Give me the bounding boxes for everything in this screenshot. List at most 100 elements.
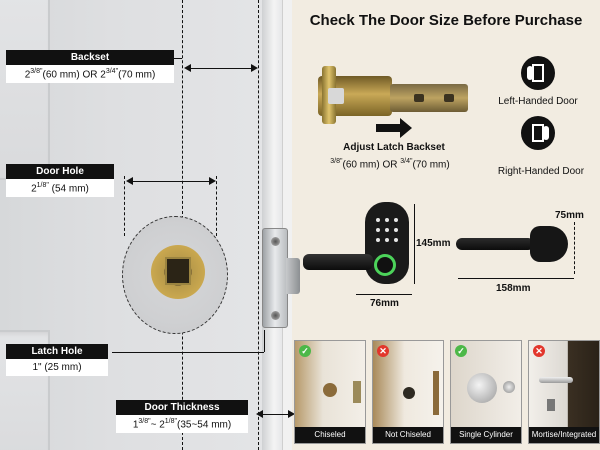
width-dim: 76mm — [370, 298, 399, 309]
latch-square — [165, 257, 191, 285]
latch-hole-heading: Latch Hole — [6, 344, 108, 359]
cylinder-shape — [547, 399, 555, 411]
arrow-right — [251, 64, 258, 72]
thumb-not-chiseled: ✕ Not Chiseled — [372, 340, 444, 444]
thickness-a-sup: 3/8" — [138, 418, 151, 425]
backset-guide-right — [258, 0, 259, 450]
thickness-dim-line — [262, 414, 290, 415]
knob-rose — [503, 381, 515, 393]
backset-a: 2 — [24, 69, 31, 81]
backset-dim-line — [190, 68, 252, 69]
keypad-key — [385, 218, 389, 222]
lock-side-view — [456, 226, 586, 266]
strike-tongue — [286, 258, 300, 294]
cross-icon: ✕ — [533, 345, 545, 357]
backset-label: Backset 23/8"(60 mm) OR 23/4"(70 mm) — [6, 50, 174, 84]
adjust-a-sup: 3/8" — [330, 158, 343, 165]
latch-hole-value: 1" (25 mm) — [6, 359, 108, 376]
backset-leader — [174, 58, 182, 59]
adjust-title: Adjust Latch Backset — [343, 142, 445, 153]
fingerprint-reader — [374, 254, 396, 276]
keypad-key — [385, 228, 389, 232]
length-dim-line — [458, 278, 574, 279]
door-hole-dim-line — [132, 181, 210, 182]
door-hole-mm: (54 mm) — [51, 183, 89, 195]
door-hole-label: Door Hole 21/8" (54 mm) — [6, 164, 114, 198]
height-dim-line — [414, 204, 415, 284]
screw-icon — [271, 311, 280, 320]
right-hand-door-icon — [521, 116, 555, 150]
backset-or: OR — [82, 69, 98, 81]
keypad-key — [376, 238, 380, 242]
side-lever — [456, 238, 534, 250]
door-hole-a-sup: 1/8" — [36, 182, 49, 189]
lock-front-view — [303, 196, 423, 286]
lever-shape — [539, 377, 573, 383]
keypad-key — [376, 228, 380, 232]
depth-guide — [574, 222, 575, 274]
thumb-mortise: ✕ Mortise/Integrated — [528, 340, 600, 444]
thickness-b: 2 — [159, 419, 165, 431]
adjust-b-sup: 3/4" — [400, 158, 413, 165]
latch-slot — [414, 94, 424, 102]
adjust-b-mm: (70 mm) — [412, 159, 450, 171]
side-body — [530, 226, 568, 262]
lever-handle — [303, 254, 373, 270]
backset-a-mm: (60 mm) — [42, 69, 80, 81]
latch-hole-label: Latch Hole 1" (25 mm) — [6, 344, 108, 376]
depth-dim: 75mm — [555, 210, 584, 221]
adjust-values: 3/8"(60 mm) OR 3/4"(70 mm) — [310, 158, 470, 170]
cross-icon: ✕ — [377, 345, 389, 357]
keypad-key — [376, 218, 380, 222]
door-hole-a: 2 — [31, 183, 37, 195]
door-frame — [282, 0, 292, 450]
person-shape — [527, 66, 533, 80]
latch-hole-leader-v — [264, 330, 265, 352]
length-dim: 158mm — [496, 283, 531, 294]
thickness-sep: ~ — [150, 419, 157, 431]
right-handed-label: Right-Handed Door — [497, 166, 585, 177]
door-hole-heading: Door Hole — [6, 164, 114, 179]
thickness-a: 1 — [132, 419, 139, 431]
knob-shape — [467, 373, 497, 403]
check-icon: ✓ — [455, 345, 467, 357]
latch-plate — [353, 381, 361, 403]
arrow-left — [126, 177, 133, 185]
door-shape — [532, 64, 544, 82]
backset-b-sup: 3/4" — [105, 68, 119, 75]
door-edge — [262, 0, 282, 450]
thumb-label: Chiseled — [295, 427, 365, 443]
arrow-left — [256, 410, 263, 418]
latch-hole-leader — [112, 352, 264, 353]
adjust-a-mm: (60 mm) — [342, 159, 380, 171]
left-hand-door-icon — [521, 56, 555, 90]
latch-slot — [444, 94, 454, 102]
check-icon: ✓ — [299, 345, 311, 357]
bore-hole — [323, 383, 337, 397]
width-dim-line — [356, 294, 412, 295]
adjustable-latch — [318, 66, 468, 124]
door-thickness-label: Door Thickness 13/8"~ 21/8"(35~54 mm) — [116, 400, 248, 434]
door-hole-closeup — [122, 216, 228, 334]
thumb-single-cylinder: ✓ Single Cylinder — [450, 340, 522, 444]
door-thickness-values: 13/8"~ 21/8"(35~54 mm) — [116, 415, 248, 434]
latch-extension — [390, 84, 468, 112]
arrow-right — [209, 177, 216, 185]
thumb-label: Not Chiseled — [373, 427, 443, 443]
page-title: Check The Door Size Before Purchase — [309, 12, 583, 29]
arrow-left — [184, 64, 191, 72]
backset-values: 23/8"(60 mm) OR 23/4"(70 mm) — [6, 65, 174, 84]
keypad-key — [394, 238, 398, 242]
adjust-or: OR — [382, 159, 398, 171]
thickness-mm: (35~54 mm) — [177, 419, 232, 431]
backset-a-sup: 3/8" — [30, 68, 43, 75]
latch-bolt — [328, 88, 344, 104]
keypad-key — [394, 228, 398, 232]
screw-icon — [271, 237, 280, 246]
arrow-right-icon — [376, 118, 412, 138]
strike-plate — [262, 228, 288, 328]
height-dim: 145mm — [416, 238, 451, 249]
door-edge-shape — [433, 371, 439, 415]
thumb-label: Single Cylinder — [451, 427, 521, 443]
door-panel-top — [0, 0, 50, 180]
